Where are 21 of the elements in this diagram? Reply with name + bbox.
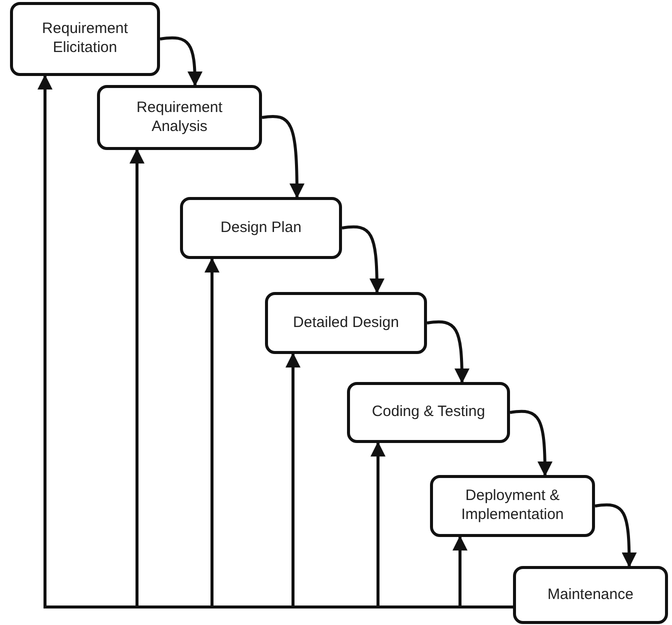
process-box	[97, 85, 262, 150]
box-label: Coding & Testing	[372, 403, 486, 422]
process-box	[513, 566, 668, 624]
arrow	[262, 115, 304, 198]
process-box	[430, 475, 595, 537]
box-label: Requirement Elicitation	[41, 20, 129, 58]
process-box	[265, 292, 427, 354]
process-box	[347, 382, 510, 443]
arrow	[594, 503, 637, 568]
box-label: Detailed Design	[293, 314, 399, 332]
box-label: Design Plan	[220, 218, 302, 238]
arrow	[510, 410, 552, 476]
box-label: Deployment & Implementation	[460, 487, 565, 525]
process-box	[10, 2, 160, 76]
arrow	[452, 536, 513, 608]
process-box	[180, 197, 342, 259]
arrow	[160, 36, 202, 86]
arrow	[426, 320, 470, 384]
box-label: Maintenance	[548, 586, 634, 604]
arrow	[342, 225, 384, 294]
box-label: Requirement Analysis	[136, 98, 224, 136]
